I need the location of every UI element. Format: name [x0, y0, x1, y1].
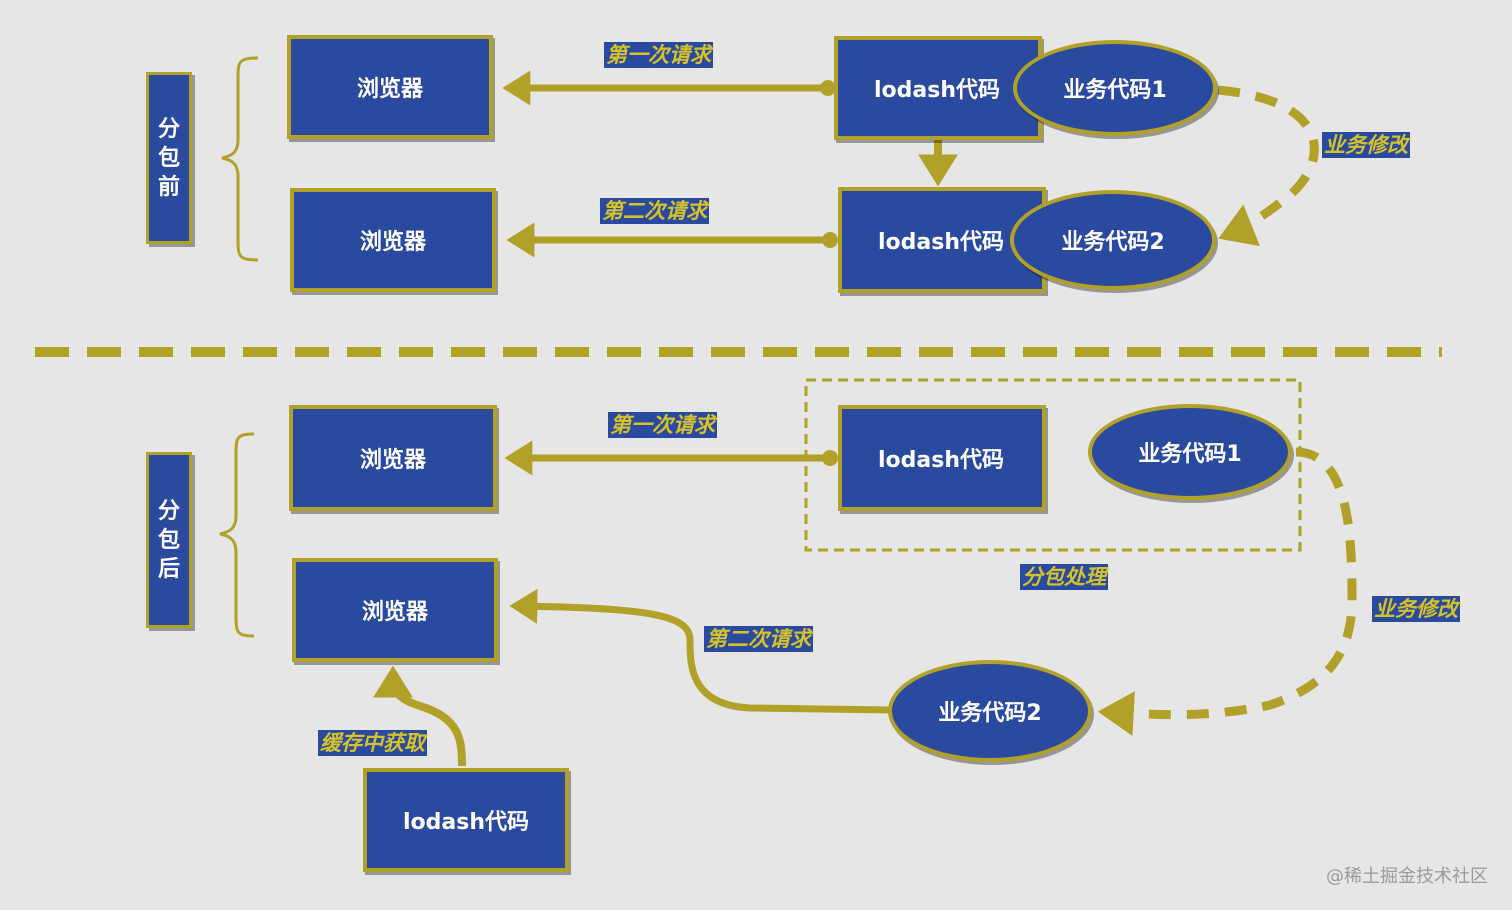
bottom-browser-1: 浏览器 [289, 405, 497, 511]
bottom-modify-curve [1097, 447, 1357, 737]
top-browser-1: 浏览器 [287, 35, 493, 139]
side-label-before-split: 分 包 前 [146, 72, 192, 244]
bottom-business-code-1: 业务代码1 [1088, 404, 1292, 500]
side-label-char: 分 [157, 498, 180, 524]
top-modify-curve [1217, 85, 1319, 247]
top-business-code-1: 业务代码1 [1013, 40, 1217, 136]
side-label-char: 后 [157, 556, 180, 582]
bottom-browser-2: 浏览器 [292, 558, 498, 662]
split-dashed-box [804, 378, 1302, 552]
split-processing-label: 分包处理 [1020, 564, 1108, 590]
top-bracket [221, 56, 259, 262]
side-label-after-split: 分 包 后 [146, 452, 192, 628]
side-label-char: 包 [157, 145, 180, 171]
watermark: @稀土掘金技术社区 [1326, 866, 1488, 887]
bottom-business-code-2: 业务代码2 [888, 660, 1092, 762]
top-request-2-dot [822, 232, 838, 248]
top-lodash-1: lodash代码 [834, 36, 1042, 140]
bottom-lodash-1: lodash代码 [838, 405, 1046, 511]
bottom-request-2-curve [509, 588, 891, 714]
cache-curve [373, 665, 466, 767]
bottom-request-1-dot [822, 450, 838, 466]
bottom-modify-label: 业务修改 [1372, 596, 1460, 622]
top-browser-2: 浏览器 [290, 188, 496, 292]
bottom-lodash-cached: lodash代码 [363, 768, 569, 872]
cache-label: 缓存中获取 [318, 730, 427, 756]
bottom-request-2-label: 第二次请求 [704, 626, 813, 652]
top-business-code-2: 业务代码2 [1010, 190, 1216, 290]
side-label-char: 前 [157, 174, 180, 200]
side-label-char: 分 [157, 116, 180, 142]
top-request-1-label: 第一次请求 [604, 42, 713, 68]
bottom-bracket [219, 432, 255, 638]
top-request-1-dot [820, 80, 836, 96]
bottom-request-1-label: 第一次请求 [608, 412, 717, 438]
top-modify-label: 业务修改 [1322, 132, 1410, 158]
top-request-2-label: 第二次请求 [600, 198, 709, 224]
side-label-char: 包 [157, 527, 180, 553]
